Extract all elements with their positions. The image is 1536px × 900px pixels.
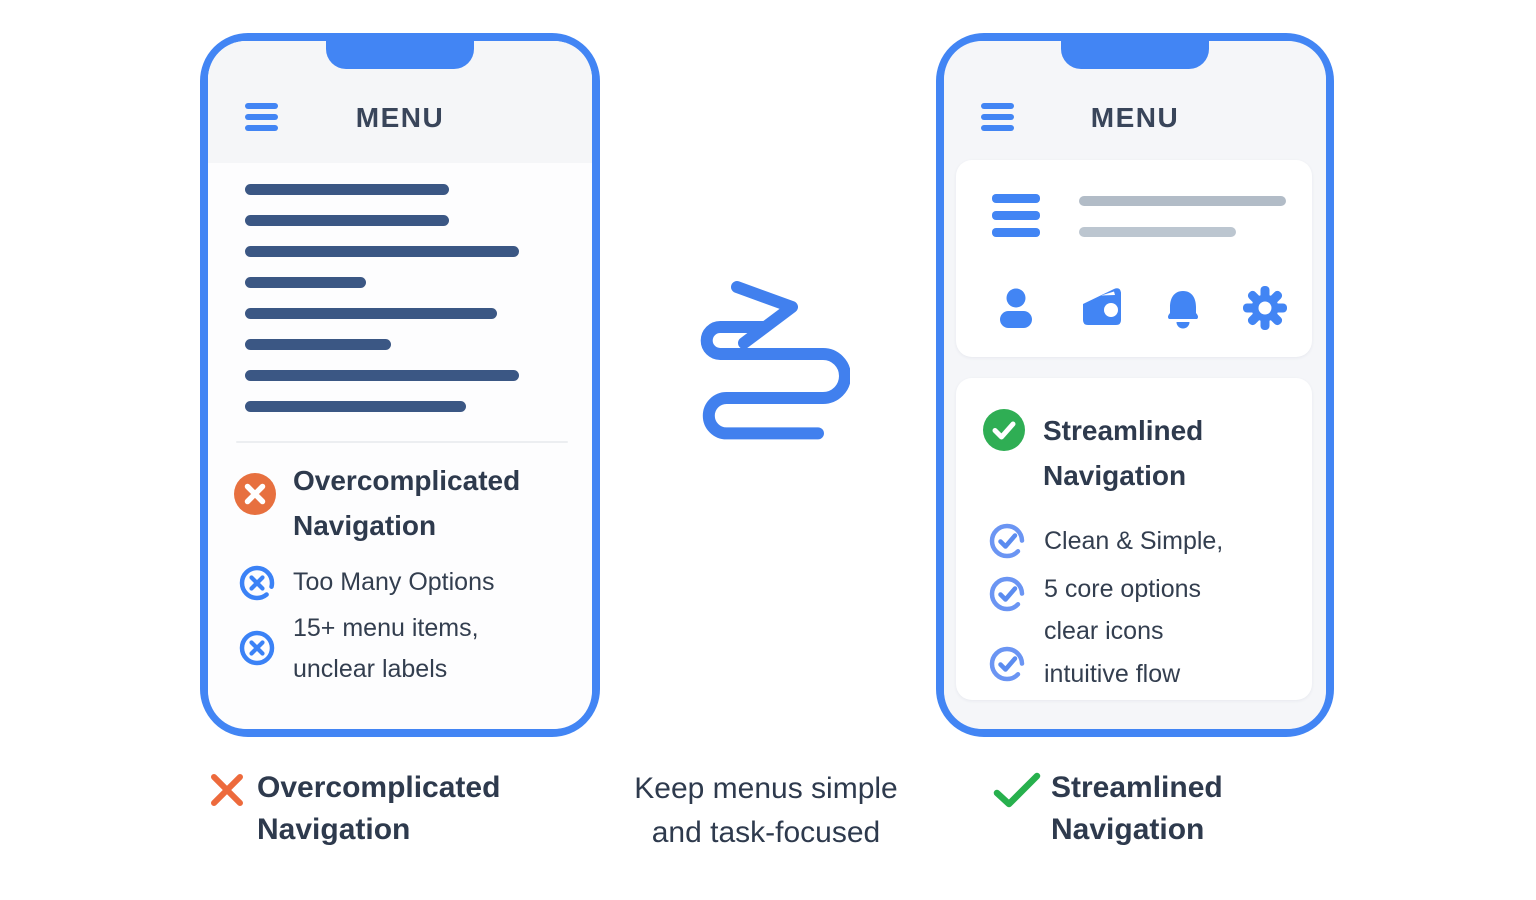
phone-notch <box>326 33 474 69</box>
menu-bar <box>245 215 449 226</box>
menu-bar <box>245 184 449 195</box>
check-circle-outline-icon <box>989 523 1025 559</box>
menu-item-lines <box>245 184 519 412</box>
x-mark-icon <box>209 772 245 808</box>
wallet-icon[interactable] <box>1080 284 1128 332</box>
gray-bar <box>1079 227 1236 237</box>
hamburger-menu-icon[interactable] <box>245 103 278 136</box>
check-circle-outline-icon <box>989 576 1025 612</box>
gear-icon[interactable] <box>1241 284 1289 332</box>
gray-bar <box>1079 196 1286 206</box>
right-bullet-3: intuitive flow <box>1044 660 1181 688</box>
menu-bar <box>245 401 466 412</box>
right-section-title: Streamlined Navigation <box>1043 415 1204 491</box>
menu-header-title: MENU <box>355 102 445 133</box>
x-circle-outline-icon <box>239 630 275 666</box>
bell-icon[interactable] <box>1159 284 1207 332</box>
x-circle-filled-icon <box>234 473 276 515</box>
hamburger-menu-icon[interactable] <box>981 103 1014 136</box>
menu-bar <box>245 339 391 350</box>
right-phone-screen: MENU St <box>944 41 1326 729</box>
center-footer-caption: Keep menus simple and task-focused <box>634 772 898 849</box>
user-icon[interactable] <box>992 284 1040 332</box>
placeholder-text-lines <box>1079 196 1286 237</box>
check-mark-icon <box>992 770 1042 810</box>
menu-bar <box>245 370 519 381</box>
left-bullet-1: Too Many Options <box>293 568 495 596</box>
right-footer-caption: Streamlined Navigation <box>1051 771 1223 846</box>
menu-bar <box>245 277 366 288</box>
left-section-title: Overcomplicated Navigation <box>293 465 521 541</box>
phone-notch <box>1061 33 1209 69</box>
right-bullet-2: 5 core options clear icons <box>1044 575 1202 645</box>
hamburger-menu-icon[interactable] <box>992 194 1040 245</box>
left-bullet-2: 15+ menu items, unclear labels <box>293 614 479 683</box>
left-phone-frame: MENU Overcomplicated Navigation Too Many… <box>200 33 600 737</box>
menu-bar <box>245 246 519 257</box>
left-phone-screen: MENU Overcomplicated Navigation Too Many… <box>208 41 592 729</box>
right-bullet-1: Clean & Simple, <box>1044 527 1224 555</box>
x-circle-outline-icon <box>239 565 275 601</box>
menu-bar <box>245 308 497 319</box>
menu-header-title: MENU <box>1090 102 1180 133</box>
check-circle-outline-icon <box>989 646 1025 682</box>
check-circle-filled-icon <box>983 409 1025 451</box>
right-phone-frame: MENU St <box>936 33 1334 737</box>
divider <box>236 441 568 443</box>
left-footer-caption: Overcomplicated Navigation <box>257 771 501 846</box>
s-curve-arrow-icon <box>695 280 851 445</box>
